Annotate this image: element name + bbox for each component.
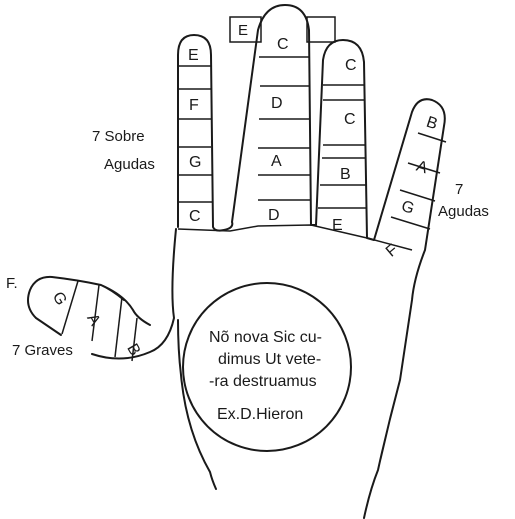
label-agudas: Agudas bbox=[438, 203, 489, 220]
little-note-4: F bbox=[383, 241, 402, 260]
ring-finger: C C B E bbox=[318, 57, 366, 234]
seal-line-4: Ex.D.Hieron bbox=[217, 406, 303, 423]
palm-crease bbox=[177, 224, 413, 251]
middle-note-2: D bbox=[271, 95, 283, 112]
label-f-mark: F. bbox=[6, 275, 18, 292]
label-agudas-number: 7 bbox=[455, 181, 463, 198]
seal-line-1: Nõ nova Sic cu- bbox=[209, 329, 322, 346]
top-box-right bbox=[306, 16, 336, 43]
little-note-2: A bbox=[414, 158, 430, 178]
seal-line-2: dimus Ut vete- bbox=[218, 351, 321, 368]
ring-note-3: B bbox=[340, 166, 351, 183]
index-note-2: F bbox=[189, 97, 199, 114]
ring-note-4: E bbox=[332, 217, 343, 234]
ring-note-2: C bbox=[344, 111, 356, 128]
hand-outline bbox=[27, 4, 446, 519]
little-note-1: B bbox=[424, 114, 439, 133]
label-graves: 7 Graves bbox=[12, 342, 73, 359]
little-finger: B A G F bbox=[383, 114, 447, 261]
index-finger: E F G C bbox=[178, 47, 212, 225]
middle-note-1: C bbox=[277, 36, 289, 53]
middle-note-3: A bbox=[271, 153, 282, 170]
top-box-letter: E bbox=[238, 22, 248, 39]
top-box bbox=[229, 16, 262, 43]
seal-line-3: -ra destruamus bbox=[209, 373, 317, 390]
index-note-4: C bbox=[189, 208, 201, 225]
middle-finger: C D A D bbox=[258, 36, 310, 224]
index-note-1: E bbox=[188, 47, 199, 64]
label-sobre-line2: Agudas bbox=[104, 156, 155, 173]
little-note-3: G bbox=[399, 198, 416, 218]
label-sobre-line1: 7 Sobre bbox=[92, 128, 145, 145]
thumb-note-1: G bbox=[49, 289, 70, 308]
index-note-3: G bbox=[189, 154, 201, 171]
seal-circle bbox=[182, 282, 352, 452]
middle-note-4: D bbox=[268, 207, 280, 224]
ring-note-1: C bbox=[345, 57, 357, 74]
